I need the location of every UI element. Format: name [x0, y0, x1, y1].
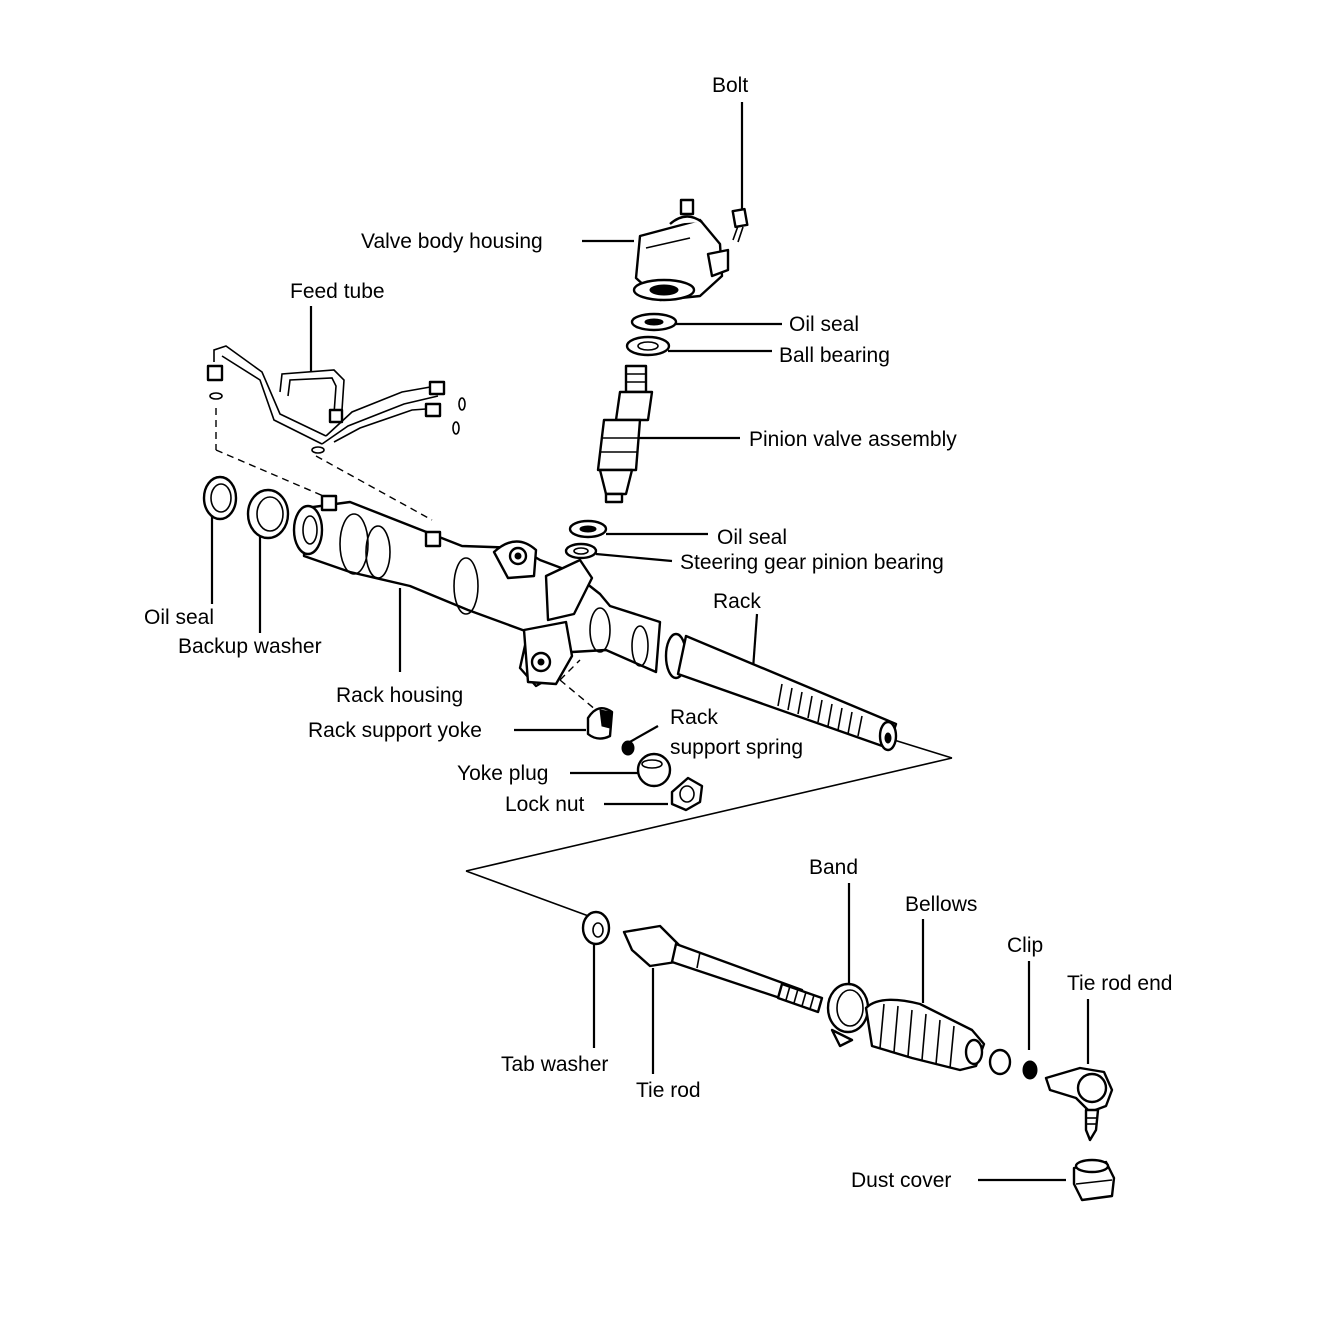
backup-washer-part	[246, 488, 290, 540]
tie-rod-part	[622, 924, 824, 1014]
label-lock-nut: Lock nut	[505, 793, 585, 816]
label-yoke-plug: Yoke plug	[457, 762, 548, 785]
label-valve-body-housing: Valve body housing	[361, 230, 543, 253]
bolt	[731, 207, 749, 243]
feed-tube-part	[206, 345, 466, 454]
label-dust-cover: Dust cover	[851, 1169, 951, 1192]
rack-support-spring-part	[621, 740, 635, 756]
valve-body-housing	[632, 198, 730, 302]
pinion-bearing-part	[564, 542, 598, 560]
rack-housing-part	[292, 494, 688, 688]
pinion-valve-assembly-part	[596, 364, 654, 504]
label-bellows: Bellows	[905, 893, 977, 916]
label-oil-seal-left: Oil seal	[144, 606, 214, 629]
label-rack-support-spring-line1: Rack	[670, 706, 718, 729]
label-rack: Rack	[713, 590, 761, 613]
oil-seal-top-part	[630, 312, 678, 332]
labels: Bolt Valve body housing Feed tube Oil se…	[144, 74, 1172, 1192]
band-part	[826, 982, 870, 1048]
yoke-plug-part	[636, 752, 672, 788]
label-steering-gear-pinion-bearing: Steering gear pinion bearing	[680, 551, 944, 574]
label-oil-seal-mid: Oil seal	[717, 526, 787, 549]
label-bolt: Bolt	[712, 74, 748, 97]
label-clip: Clip	[1007, 934, 1043, 957]
label-backup-washer: Backup washer	[178, 635, 322, 658]
label-band: Band	[809, 856, 858, 879]
label-feed-tube: Feed tube	[290, 280, 385, 303]
oil-seal-left-part	[202, 475, 238, 521]
leader-lines	[210, 102, 1090, 1182]
clip-part	[988, 1048, 1038, 1080]
lock-nut-part	[670, 776, 704, 812]
rack-part	[676, 634, 898, 752]
tab-washer-part	[581, 910, 611, 946]
label-tie-rod-end: Tie rod end	[1067, 972, 1172, 995]
label-tab-washer: Tab washer	[501, 1053, 608, 1076]
label-tie-rod: Tie rod	[636, 1079, 701, 1102]
rack-support-yoke-part	[586, 706, 614, 740]
ball-bearing-part	[625, 335, 671, 357]
label-oil-seal-top: Oil seal	[789, 313, 859, 336]
dust-cover-part	[1072, 1158, 1116, 1202]
label-pinion-valve-assembly: Pinion valve assembly	[749, 428, 957, 451]
bellows-part	[864, 998, 986, 1072]
tie-rod-end-part	[1044, 1066, 1114, 1142]
label-ball-bearing: Ball bearing	[779, 344, 890, 367]
label-rack-support-spring-line2: support spring	[670, 736, 803, 759]
label-rack-housing: Rack housing	[336, 684, 463, 707]
oil-seal-mid-part	[568, 519, 608, 539]
label-rack-support-yoke: Rack support yoke	[308, 719, 482, 742]
rack-teeth	[777, 683, 863, 737]
alignment-lines	[215, 408, 953, 919]
